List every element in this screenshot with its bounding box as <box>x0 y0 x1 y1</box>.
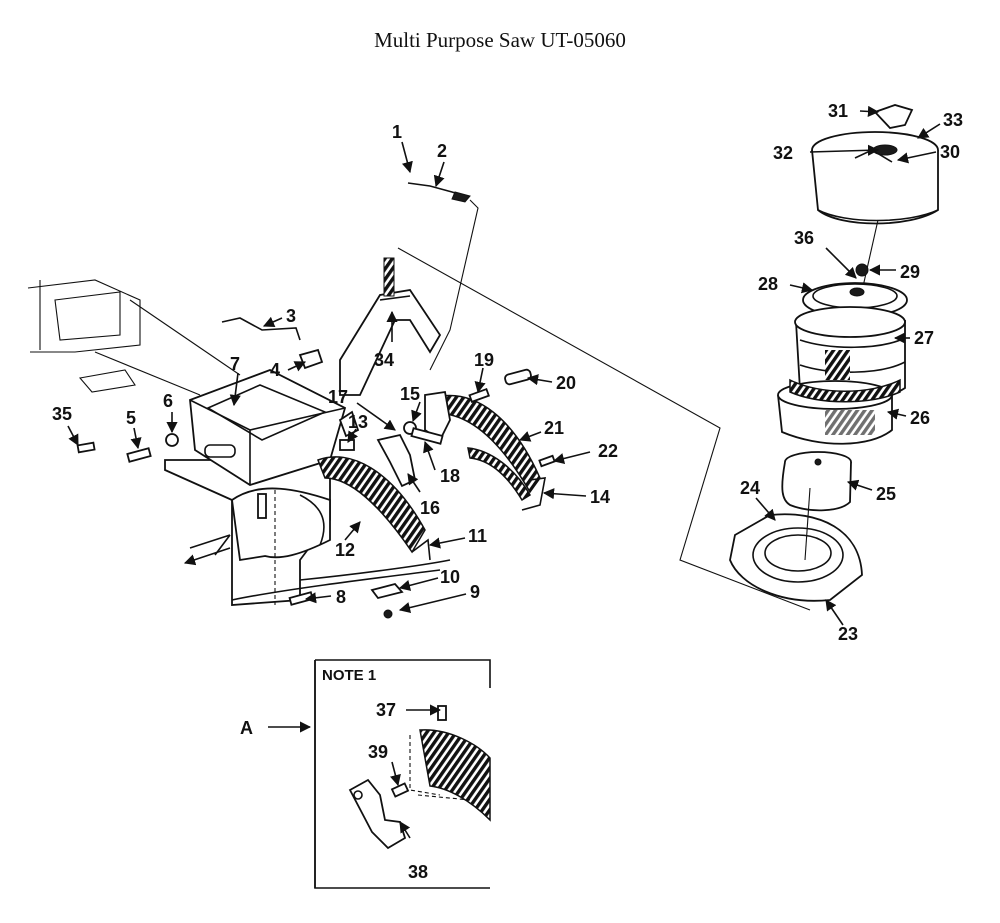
callout-34: 34 <box>374 350 394 370</box>
note-marker: A <box>240 718 253 738</box>
callout-3: 3 <box>286 306 296 326</box>
callout-4: 4 <box>270 360 280 380</box>
bracket-34 <box>339 257 442 396</box>
callout-1: 1 <box>392 122 402 142</box>
callout-37: 37 <box>376 700 396 720</box>
note-heading: NOTE 1 <box>322 667 376 684</box>
callout-28: 28 <box>758 274 778 294</box>
callout-2: 2 <box>437 141 447 161</box>
callout-9: 9 <box>470 582 480 602</box>
callout-21: 21 <box>544 418 564 438</box>
callout-30: 30 <box>940 142 960 162</box>
callout-16: 16 <box>420 498 440 518</box>
callout-35: 35 <box>52 404 72 424</box>
callout-8: 8 <box>336 587 346 607</box>
callout-24: 24 <box>740 478 760 498</box>
callout-14: 14 <box>590 487 610 507</box>
blade-guard-12 <box>317 456 431 561</box>
callout-23: 23 <box>838 624 858 644</box>
engine-mount-housing <box>27 279 451 606</box>
callout-7: 7 <box>230 354 240 374</box>
callout-5: 5 <box>126 408 136 428</box>
small-hardware <box>76 348 556 619</box>
callout-27: 27 <box>914 328 934 348</box>
leader-arrows <box>67 105 941 839</box>
plate-15 <box>424 390 451 442</box>
callout-11: 11 <box>468 526 487 546</box>
callout-6: 6 <box>163 391 173 411</box>
callout-39: 39 <box>368 742 388 762</box>
blade-guard-21 <box>441 394 546 511</box>
callout-33: 33 <box>943 110 963 130</box>
callout-31: 31 <box>828 101 848 121</box>
lever-3 <box>221 317 301 341</box>
air-cleaner-assembly <box>729 104 939 602</box>
callout-13: 13 <box>348 412 368 432</box>
callout-18: 18 <box>440 466 460 486</box>
callout-12: 12 <box>335 540 355 560</box>
page-title: Multi Purpose Saw UT-05060 <box>374 28 626 52</box>
callout-32: 32 <box>773 143 793 163</box>
callout-19: 19 <box>474 350 494 370</box>
callout-17: 17 <box>328 387 348 407</box>
callout-38: 38 <box>408 862 428 882</box>
callout-36: 36 <box>794 228 814 248</box>
callout-10: 10 <box>440 567 460 587</box>
callout-15: 15 <box>400 384 420 404</box>
callout-20: 20 <box>556 373 576 393</box>
callout-labels: 1 2 3 4 5 6 7 8 9 10 11 12 13 14 15 16 1… <box>52 101 963 882</box>
callout-25: 25 <box>876 484 896 504</box>
callout-26: 26 <box>910 408 930 428</box>
callout-22: 22 <box>598 441 618 461</box>
note-1-inset <box>268 659 491 889</box>
callout-29: 29 <box>900 262 920 282</box>
